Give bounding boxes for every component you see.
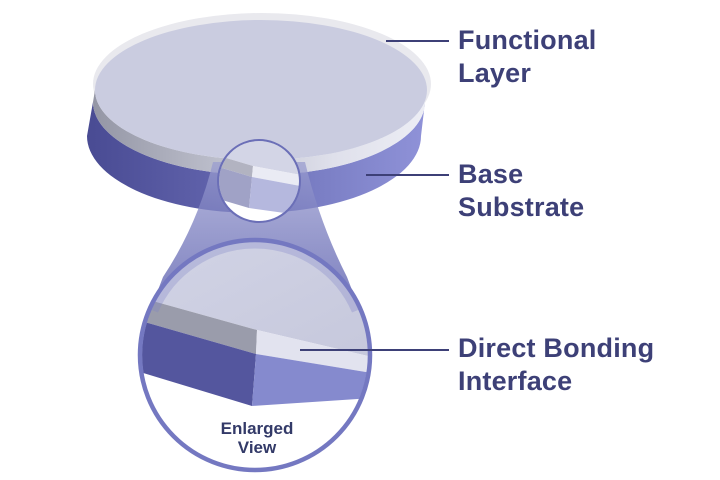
functional-layer-label: Functional Layer [458,25,597,88]
wafer [87,13,431,213]
base-substrate-edge [87,102,425,213]
enlarged-view-ring [137,237,373,473]
base-substrate-label: Base Substrate [458,159,585,222]
enlarged-inner-shading [146,242,364,313]
enlarged-view [142,242,368,468]
mini-substrate-left-face [219,163,252,208]
enlarged-top-surface [142,242,368,357]
magnifier-source-ring [217,139,301,223]
enlarged-substrate-left-face [142,319,256,406]
bonding-interface-label: Direct Bonding Interface [458,333,655,396]
enlarged-view-caption: Enlarged View [220,419,294,457]
enlarged-functional-right-face [256,330,368,373]
wafer-top-surface [95,20,427,160]
mini-functional-left-face [219,152,253,177]
mini-functional-right-face [252,166,299,187]
enlarged-substrate-right-face [252,354,368,406]
enlarged-functional-left-face [142,296,257,354]
functional-layer-edge [93,90,427,175]
